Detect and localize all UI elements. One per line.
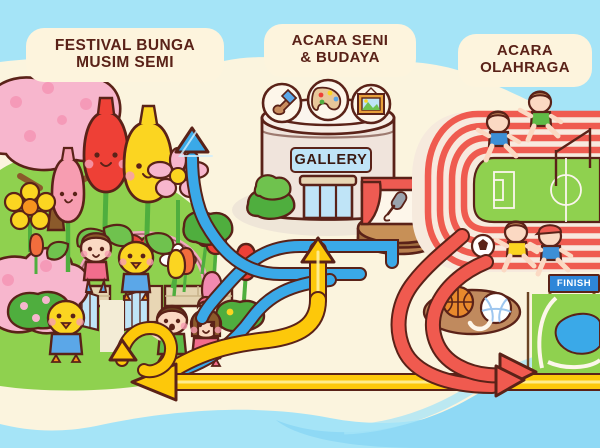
pond xyxy=(554,312,600,355)
label-sport-line1: ACARA xyxy=(496,42,554,59)
label-art-line2: & BUDAYA xyxy=(300,48,380,66)
character-duck-field xyxy=(117,240,155,301)
track-lanes xyxy=(424,110,600,270)
volleyball-icon xyxy=(479,291,513,325)
palette-icon xyxy=(306,78,350,122)
park-path xyxy=(537,296,558,369)
park-with-pond xyxy=(526,292,600,379)
gallery-sign: GALLERY xyxy=(290,147,372,173)
runner-capped-bottom xyxy=(527,224,574,277)
finish-sign: FINISH xyxy=(548,274,600,293)
gate-bars xyxy=(81,291,141,328)
label-flower-line1: FESTIVAL BUNGA xyxy=(54,37,196,54)
yellow-arrowhead-curl xyxy=(108,338,138,362)
runner-blue-top xyxy=(475,110,522,163)
gallery-roof-band xyxy=(260,128,396,139)
paintbrush-icon xyxy=(261,82,303,124)
character-girl-field xyxy=(79,232,113,293)
microphone-icon xyxy=(383,191,408,222)
gallery-door xyxy=(302,180,354,220)
blue-arrowhead xyxy=(174,126,210,154)
curtain-left xyxy=(360,180,382,226)
red-arrowhead-upper xyxy=(494,364,526,398)
pitch-markings xyxy=(493,158,582,222)
kawaii-tulip-pink xyxy=(46,146,86,272)
label-art-line1: ACARA SENI xyxy=(291,32,389,49)
label-sports[interactable]: ACARA OLAHRAGA xyxy=(462,38,588,83)
picture-frame-icon xyxy=(350,83,392,125)
court-marking xyxy=(467,319,493,332)
red-route xyxy=(390,228,538,398)
runner-green-top xyxy=(517,90,564,143)
label-flower-festival[interactable]: FESTIVAL BUNGA MUSIM SEMI xyxy=(30,32,220,78)
soccer-ball-icon xyxy=(470,233,496,259)
yellow-route xyxy=(108,236,600,402)
label-flower-line2: MUSIM SEMI xyxy=(76,54,174,72)
character-duck-gate xyxy=(46,299,86,363)
label-sport-line2: OLAHRAGA xyxy=(480,58,570,76)
gallery-door-lintel xyxy=(298,174,358,187)
label-arts-culture[interactable]: ACARA SENI & BUDAYA xyxy=(268,28,412,73)
gate-path xyxy=(100,300,124,352)
runner-yellow-bottom xyxy=(493,220,540,273)
gallery-bushes xyxy=(246,174,296,220)
lane-dividers xyxy=(433,119,600,261)
yellow-daisy xyxy=(3,181,57,252)
high-jump-bar xyxy=(554,128,592,186)
